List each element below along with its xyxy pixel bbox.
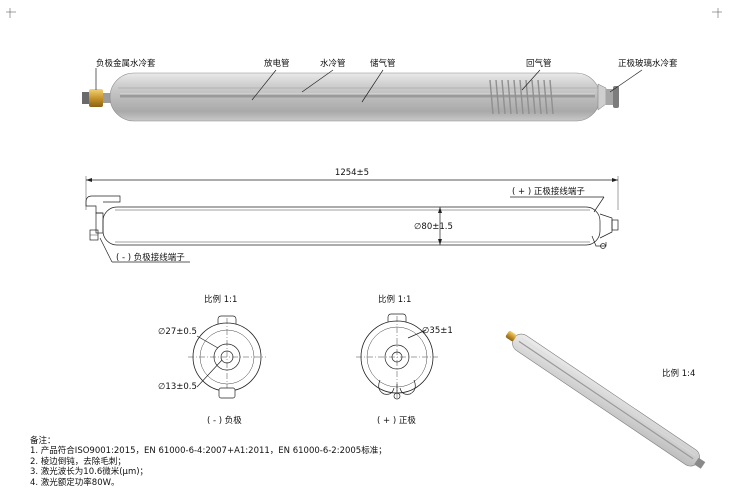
notes-block: 备注： 1. 产品符合ISO9001:2015，EN 61000-6-4:200…	[30, 436, 387, 488]
scale-right: 比例 1:1	[378, 294, 411, 305]
label-neg-metal-jacket: 负极金属水冷套	[96, 58, 156, 69]
scale-iso: 比例 1:4	[662, 368, 695, 379]
end-view-negative: 比例 1:1 ∅27±0.5 ∅13±0.5 ( - ) 负极	[158, 294, 266, 426]
outline-view: 1254±5 ∅80±1.5 ( + ) 正极接线端子 ( - ) 负极接线端子	[85, 168, 619, 263]
pos-terminal-label: ( + ) 正极接线端子	[512, 186, 585, 197]
corner-marks	[6, 8, 722, 18]
callout-leaders	[95, 68, 643, 103]
diameter-dimension: ∅80±1.5	[414, 222, 453, 232]
neg-metal-jacket	[89, 89, 103, 107]
note-line-2: 2. 棱边倒钝，去除毛刺；	[30, 456, 126, 467]
iso-brass-end	[505, 330, 517, 342]
neg-electrode-cap	[82, 92, 92, 104]
scale-left: 比例 1:1	[204, 294, 237, 305]
neg-terminal-label: ( - ) 负极接线端子	[116, 252, 185, 263]
length-dimension: 1254±5	[335, 168, 369, 178]
outline-body	[102, 206, 601, 246]
dim-27-neg: ∅27±0.5	[158, 327, 197, 337]
caption-negative: ( - ) 负极	[207, 415, 242, 426]
label-pos-glass-jacket: 正极玻璃水冷套	[618, 58, 678, 69]
dim-13-neg: ∅13±0.5	[158, 382, 197, 392]
label-water-tube: 水冷管	[320, 58, 346, 69]
label-return-tube: 回气管	[526, 58, 552, 69]
note-line-3: 3. 激光波长为10.6微米(μm)；	[30, 467, 149, 478]
notes-title: 备注：	[30, 436, 56, 446]
pos-glass-jacket	[606, 89, 614, 105]
label-discharge-tube: 放电管	[264, 58, 290, 69]
iso-view: 比例 1:4	[505, 330, 706, 469]
note-line-4: 4. 激光额定功率80W。	[30, 477, 120, 488]
caption-positive: ( + ) 正极	[377, 415, 416, 426]
return-gas-coil	[489, 79, 554, 115]
label-storage-tube: 储气管	[370, 58, 396, 69]
note-line-1: 1. 产品符合ISO9001:2015，EN 61000-6-4:2007+A1…	[30, 446, 387, 457]
laser-tube-render: 负极金属水冷套 放电管 水冷管 储气管 回气管 正极玻璃水冷套	[82, 58, 678, 122]
dim-35-pos: ∅35±1	[422, 326, 453, 336]
end-view-positive: 比例 1:1 ∅35±1 ( + ) 正极	[356, 294, 453, 426]
